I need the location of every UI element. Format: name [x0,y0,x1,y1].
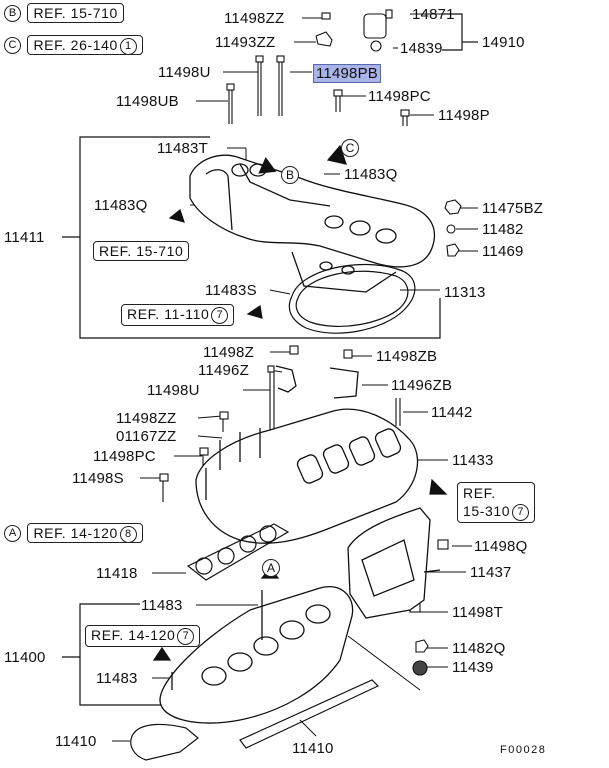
part-label-11483[interactable]: 11483 [141,597,183,614]
part-label-11439[interactable]: 11439 [452,659,494,676]
part-label-11498U-top[interactable]: 11498U [158,64,211,81]
ref-26-140-text: REF. 26-140 [33,37,118,53]
part-label-11498ZZ-top[interactable]: 11498ZZ [224,10,285,27]
part-label-11482[interactable]: 11482 [482,221,524,238]
part-label-11483Q-left[interactable]: 11483Q [94,197,148,214]
part-label-11410-bottom[interactable]: 11410 [292,740,334,757]
ref-11-110-num: 7 [211,306,229,324]
part-label-14839[interactable]: 14839 [400,40,443,57]
gasket-11418 [186,523,290,581]
part-label-11418[interactable]: 11418 [96,565,138,582]
ref-14-120-8-num: 8 [119,525,137,543]
marker-b: B [281,166,299,184]
ref-15-310-num: 7 [512,503,530,521]
intake-11433 [195,365,419,544]
leader-lines [112,13,478,742]
part-label-11433[interactable]: 11433 [452,452,494,469]
part-label-11483S[interactable]: 11483S [205,282,257,299]
part-label-01167ZZ[interactable]: 01167ZZ [116,428,177,445]
part-label-11469[interactable]: 11469 [482,243,524,260]
part-label-11410-left[interactable]: 11410 [55,733,97,750]
part-label-11496ZB[interactable]: 11496ZB [391,377,453,394]
part-label-11498U-mid[interactable]: 11498U [147,382,200,399]
part-label-11498Q[interactable]: 11498Q [474,538,528,555]
marker-a: A [262,559,280,577]
part-label-11498ZZ-mid[interactable]: 11498ZZ [116,410,177,427]
ref-marker-c: C [4,37,21,55]
figure-code: F00028 [500,744,547,756]
group-box-11400 [62,603,215,706]
ref-14-120-7-text: REF. 14-120 [91,627,176,643]
part-label-11483T[interactable]: 11483T [157,140,208,157]
part-label-11442[interactable]: 11442 [431,404,473,421]
ref-top-b[interactable]: B REF. 15-710 [4,3,124,23]
ref-15-710-mid[interactable]: REF. 15-710 [93,241,190,261]
part-label-11400[interactable]: 11400 [4,649,46,666]
ref-15-310-line1: REF. [463,485,496,501]
gasket-11410 [130,679,380,761]
part-label-11498PC-mid[interactable]: 11498PC [93,448,156,465]
part-label-11498ZB[interactable]: 11498ZB [376,348,438,365]
part-label-11498S[interactable]: 11498S [72,470,124,487]
part-label-11483Q-right[interactable]: 11483Q [344,166,398,183]
part-label-14910[interactable]: 14910 [482,34,525,51]
bolts [159,9,462,676]
part-label-11498P[interactable]: 11498P [438,107,490,124]
part-label-11411[interactable]: 11411 [4,229,45,246]
ref-15-710-top[interactable]: REF. 15-710 [27,3,124,23]
part-label-11498UB[interactable]: 11498UB [116,93,179,110]
part-label-11437[interactable]: 11437 [470,564,512,581]
part-label-11475BZ[interactable]: 11475BZ [482,200,544,217]
part-label-11498PB-highlighted[interactable]: 11498PB [313,64,382,83]
upper-intake-11411 [189,154,436,293]
part-label-11498PC-top[interactable]: 11498PC [368,88,431,105]
ref-marker-b: B [4,5,21,23]
ref-26-140-num: 1 [119,37,137,55]
ref-14-120-7-num: 7 [177,627,195,645]
ref-11-110-text: REF. 11-110 [127,306,210,322]
bracket-11437 [347,507,441,619]
part-label-11498T[interactable]: 11498T [452,604,503,621]
ref-15-310-line2: 15-310 [463,503,511,519]
part-label-11483-low[interactable]: 11483 [96,670,138,687]
ref-marker-a: A [4,525,21,543]
marker-c: C [341,139,359,157]
intake-11400 [159,586,354,724]
part-label-11313[interactable]: 11313 [444,284,486,301]
group-box-11411 [62,136,441,339]
part-label-11482Q[interactable]: 11482Q [452,640,506,657]
gasket-11313 [288,263,416,334]
part-label-11493ZZ[interactable]: 11493ZZ [215,34,276,51]
part-label-11498Z[interactable]: 11498Z [203,344,254,361]
part-label-11496Z[interactable]: 11496Z [198,362,249,379]
ref-14-120-8-text: REF. 14-120 [33,525,118,541]
part-label-14871[interactable]: 14871 [412,6,455,23]
bracket-14910 [442,13,478,51]
